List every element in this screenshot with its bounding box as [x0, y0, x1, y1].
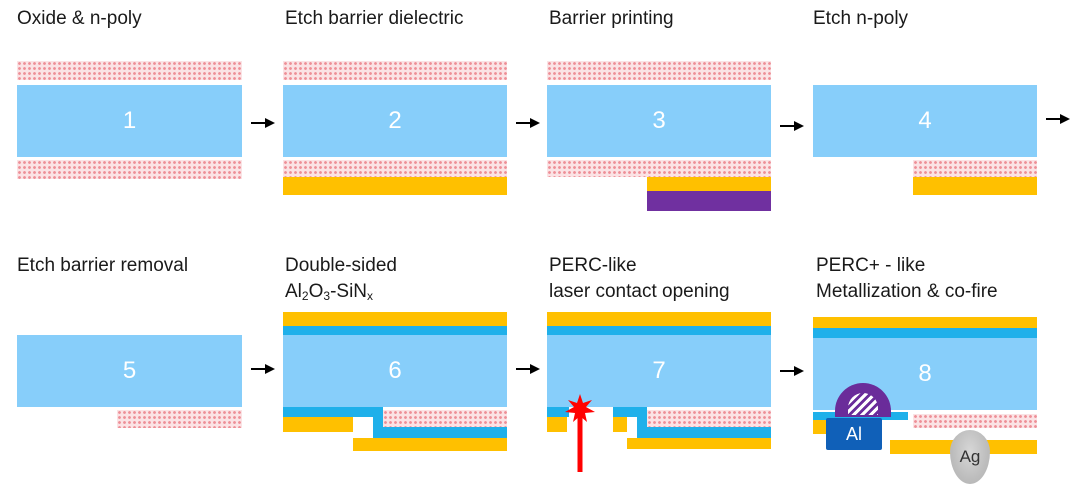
- step-6-title-line2: Al2O3-SiNx: [285, 281, 374, 303]
- step-7-top-al2o3: [547, 326, 771, 335]
- step-3-wafer: 3: [547, 85, 771, 157]
- step-8-title-line1: PERC+ - like: [816, 255, 926, 276]
- step-7-title: PERC-like laser contact opening: [549, 253, 730, 305]
- step-6-top-al2o3: [283, 326, 507, 335]
- step-1-bottom-npoly: [17, 160, 242, 179]
- step-7-wafer: 7: [547, 335, 771, 407]
- step-2-wafer: 2: [283, 85, 507, 157]
- step-7-title-line2: laser contact opening: [549, 281, 730, 302]
- step-6-title-line1: Double-sided: [285, 255, 397, 276]
- arrow-4-5-icon: [1046, 114, 1070, 124]
- step-8-rear-sinx-left: [813, 420, 827, 434]
- laser-beam-icon: [565, 394, 595, 472]
- step-5-number: 5: [122, 357, 137, 384]
- arrow-1-2-icon: [251, 118, 275, 128]
- arrow-5-6-icon: [251, 364, 275, 374]
- step-2-number: 2: [388, 107, 402, 134]
- step-5-title: Etch barrier removal: [17, 255, 189, 276]
- step-4-title: Etch n-poly: [813, 8, 909, 29]
- step-7-rear-stack: [547, 407, 771, 449]
- step-8-bottom-npoly: [913, 414, 1037, 428]
- ag-contact: Ag: [950, 430, 990, 484]
- step-3-title: Barrier printing: [549, 8, 674, 29]
- step-1-number: 1: [122, 107, 137, 134]
- step-2-barrier-dielectric: [283, 177, 507, 195]
- step-4-barrier-dielectric: [913, 177, 1037, 195]
- al-contact: Al: [826, 418, 882, 450]
- step-3-number: 3: [652, 107, 666, 134]
- step-3-barrier-dielectric: [647, 177, 771, 191]
- step-6-title: Double-sided Al2O3-SiNx: [285, 253, 397, 305]
- step-8-title-line2: Metallization & co-fire: [816, 281, 998, 302]
- step-7-title-line1: PERC-like: [549, 255, 637, 276]
- step-7-bottom-npoly: [647, 410, 771, 427]
- step-6-wafer: 6: [283, 335, 507, 407]
- arrow-7-8-icon: [780, 366, 804, 376]
- step-8-top-sinx: [813, 317, 1037, 328]
- step-5-wafer: 5: [17, 335, 242, 407]
- step-8-top-al2o3: [813, 328, 1037, 338]
- step-2-top-npoly: [283, 61, 507, 80]
- step-5-bottom-npoly: [117, 410, 242, 428]
- step-4-number: 4: [918, 107, 932, 134]
- step-2-bottom-npoly: [283, 160, 507, 177]
- arrow-2-3-icon: [516, 118, 540, 128]
- arrow-6-7-icon: [516, 364, 540, 374]
- step-1-wafer: 1: [17, 85, 242, 157]
- step-1-title: Oxide & n-poly: [17, 8, 142, 29]
- step-3-top-npoly: [547, 61, 771, 80]
- arrow-3-4-icon: [780, 121, 804, 131]
- step-6-number: 6: [388, 357, 402, 384]
- step-8-title: PERC+ - like Metallization & co-fire: [816, 253, 998, 305]
- step-8-number: 8: [918, 360, 932, 387]
- step-4-wafer: 4: [813, 85, 1037, 157]
- step-1-top-npoly: [17, 61, 242, 80]
- step-7-number: 7: [652, 357, 666, 384]
- step-4-bottom-npoly: [913, 160, 1037, 177]
- step-2-title: Etch barrier dielectric: [285, 8, 464, 29]
- step-6-rear-stack: [283, 407, 507, 451]
- step-6-bottom-npoly: [383, 410, 507, 427]
- step-7-top-sinx: [547, 312, 771, 326]
- step-3-printed-resist: [647, 191, 771, 211]
- step-6-top-sinx: [283, 312, 507, 326]
- ag-contact-label: Ag: [959, 447, 981, 466]
- al-contact-label: Al: [845, 423, 862, 444]
- step-3-bottom-npoly: [547, 160, 771, 177]
